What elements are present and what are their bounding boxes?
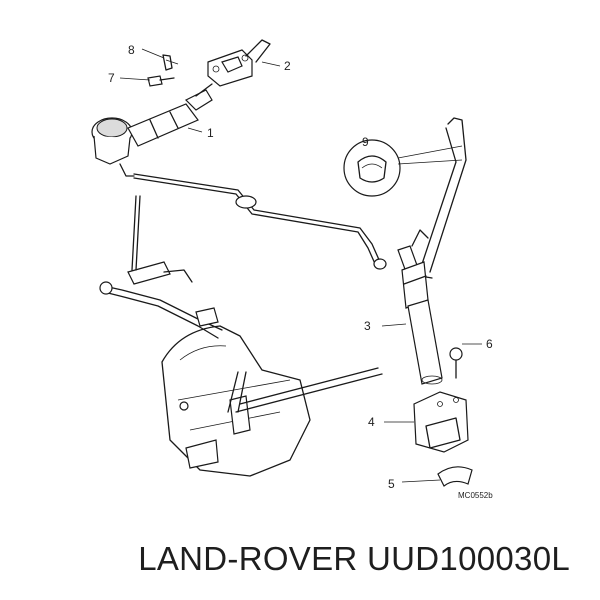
callout-1: 1 [207, 126, 214, 140]
transmission-housing [161, 325, 383, 477]
part-1-master-cylinder [91, 83, 213, 177]
callout-8: 8 [128, 43, 135, 57]
part-number: UUD100030L [367, 540, 570, 577]
callout-leaders [119, 48, 482, 483]
part-caption: LAND-ROVER UUD100030L [0, 540, 600, 578]
callout-2: 2 [284, 59, 291, 73]
callout-7: 7 [108, 71, 115, 85]
part-8-clip [162, 54, 179, 71]
part-7-pin [147, 75, 175, 87]
callout-6: 6 [486, 337, 493, 351]
callout-9: 9 [362, 135, 369, 149]
part-2-mounting-flange [207, 39, 271, 87]
part-3-slave-cylinder [397, 229, 443, 385]
hydraulic-pipe [133, 173, 387, 270]
brand-name: LAND-ROVER [138, 540, 358, 577]
part-6-bolt [449, 347, 463, 379]
caption-text: LAND-ROVER UUD100030L [138, 540, 570, 578]
callout-3: 3 [364, 319, 371, 333]
part-9-pipe-clip [343, 139, 463, 197]
callout-4: 4 [368, 415, 375, 429]
part-4-bracket [413, 391, 469, 453]
exploded-parts-diagram: 1 2 3 4 5 6 7 8 9 MC0552b [91, 39, 493, 500]
callout-5: 5 [388, 477, 395, 491]
lower-pipe-routing [99, 195, 223, 339]
part-5-retaining-clip [437, 466, 473, 487]
flexible-hose [417, 117, 467, 279]
drawing-code: MC0552b [458, 491, 493, 500]
